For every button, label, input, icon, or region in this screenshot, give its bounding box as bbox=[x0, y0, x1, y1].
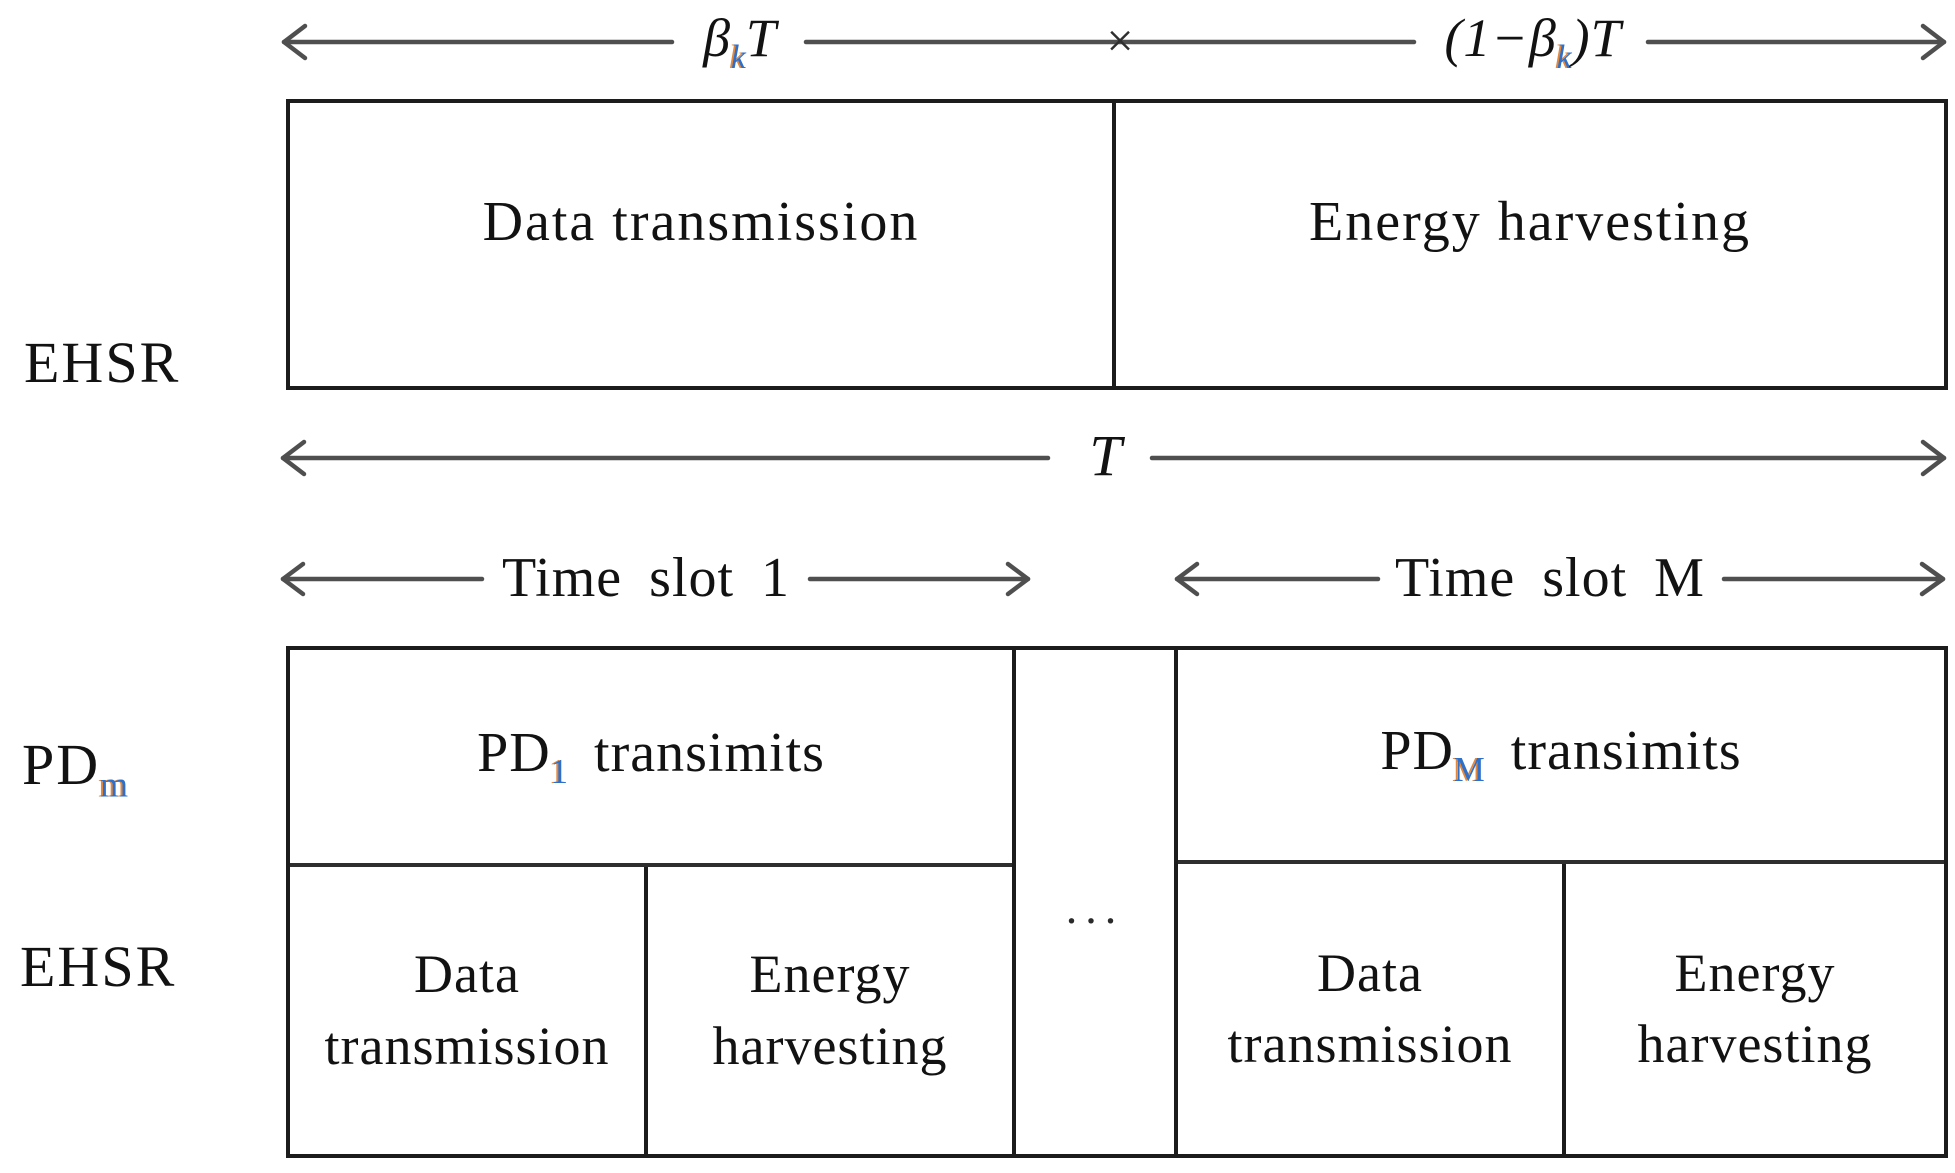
time-slot-1-arrow bbox=[280, 561, 1031, 597]
beta-symbol: β bbox=[703, 8, 731, 69]
pdm-verb: transimits bbox=[1510, 720, 1742, 783]
beta-t-interval-label: βkT bbox=[703, 7, 777, 77]
ellipsis-column: ... bbox=[1016, 650, 1178, 1154]
time-slot-1-label: Time slot 1 bbox=[502, 546, 790, 610]
pd1-transmits-cell: PD1 transimits bbox=[290, 650, 1012, 867]
arrowhead-right-icon bbox=[1005, 561, 1031, 597]
beta-t-tail: T bbox=[745, 8, 777, 69]
slotm-data-transmission-cell: Data transmission bbox=[1178, 864, 1566, 1154]
arrowhead-right-icon bbox=[1920, 439, 1947, 477]
energy-harvesting-label: Energy harvesting bbox=[1309, 190, 1751, 253]
pdm-base: PD bbox=[1380, 720, 1454, 783]
slot1-data-transmission-label: Data transmission bbox=[324, 944, 610, 1076]
total-duration-label: T bbox=[1089, 423, 1122, 490]
slot1-ehsr-subrow: Data transmission Energy harvesting bbox=[290, 867, 1012, 1154]
arrowhead-left-icon bbox=[281, 23, 308, 61]
slotm-data-transmission-label: Data transmission bbox=[1227, 942, 1513, 1074]
slotm-ehsr-subrow: Data transmission Energy harvesting bbox=[1178, 864, 1944, 1154]
rhs-head: (1− bbox=[1444, 8, 1529, 69]
pdm-subscript: M bbox=[1453, 750, 1485, 790]
row-label-pd-m: PDm bbox=[22, 731, 128, 806]
beta-subscript: k bbox=[731, 38, 746, 76]
beta-interval-arrow bbox=[281, 23, 1947, 61]
pd1-label: PD1 transimits bbox=[477, 721, 825, 792]
pd-m-subscript: m bbox=[100, 764, 129, 805]
time-slot-m-label: Time slot M bbox=[1395, 546, 1705, 610]
slotm-energy-harvesting-cell: Energy harvesting bbox=[1566, 864, 1944, 1154]
total-t-text: T bbox=[1089, 423, 1123, 489]
time-slot-m-arrow bbox=[1174, 561, 1946, 597]
slot1-energy-harvesting-cell: Energy harvesting bbox=[648, 867, 1012, 1154]
time-slot-1-text: Time slot 1 bbox=[501, 547, 791, 609]
rhs-tail: )T bbox=[1571, 8, 1622, 69]
data-transmission-label: Data transmission bbox=[482, 190, 920, 253]
time-slot-1-column: PD1 transimits Data transmission Energy h… bbox=[290, 650, 1016, 1154]
pd1-base: PD bbox=[477, 721, 551, 784]
total-duration-arrow bbox=[280, 439, 1947, 477]
slot1-energy-harvesting-label: Energy harvesting bbox=[712, 944, 948, 1076]
arrowhead-left-icon bbox=[280, 439, 307, 477]
one-minus-beta-t-interval-label: (1−βk)T bbox=[1444, 7, 1621, 77]
ehsr-bottom-text: EHSR bbox=[20, 934, 177, 999]
rhs-beta-symbol: β bbox=[1528, 8, 1557, 69]
arrowhead-right-icon bbox=[1919, 561, 1946, 597]
ehsr-data-transmission-cell: Data transmission bbox=[290, 103, 1116, 386]
interval-junction-cross: × bbox=[1106, 14, 1133, 69]
ehsr-frame-box: Data transmission Energy harvesting bbox=[286, 99, 1948, 390]
ehsr-energy-harvesting-cell: Energy harvesting bbox=[1116, 103, 1944, 386]
arrowhead-left-icon bbox=[280, 561, 306, 597]
slotm-energy-harvesting-label: Energy harvesting bbox=[1637, 942, 1873, 1074]
pd-m-base: PD bbox=[22, 732, 101, 797]
ellipsis-label: ... bbox=[1065, 881, 1125, 933]
row-label-ehsr-bottom: EHSR bbox=[20, 933, 176, 1000]
row-label-ehsr-top: EHSR bbox=[24, 329, 180, 396]
arrowhead-right-icon bbox=[1920, 23, 1947, 61]
cross-mark: × bbox=[1106, 14, 1134, 68]
time-slot-m-text: Time slot M bbox=[1395, 547, 1705, 609]
ehsr-top-text: EHSR bbox=[24, 330, 181, 395]
pd1-subscript: 1 bbox=[550, 752, 569, 792]
rhs-beta-subscript: k bbox=[1556, 38, 1572, 76]
pd1-verb: transimits bbox=[594, 721, 825, 784]
arrowhead-left-icon bbox=[1174, 561, 1200, 597]
slot1-data-transmission-cell: Data transmission bbox=[290, 867, 648, 1154]
